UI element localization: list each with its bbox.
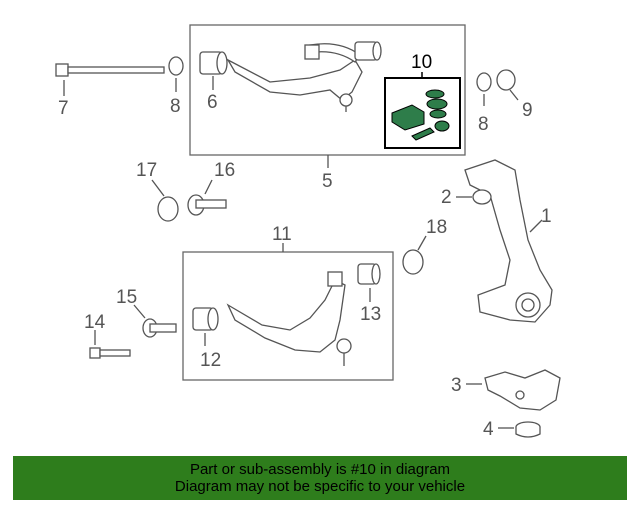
bushing-upper-right: [354, 41, 382, 61]
callout-14[interactable]: 14: [84, 312, 106, 333]
banner-line-1: Part or sub-assembly is #10 in diagram: [189, 461, 451, 478]
upper-control-arm: [226, 43, 363, 112]
callout-18[interactable]: 18: [426, 217, 447, 238]
callout-12[interactable]: 12: [200, 350, 221, 371]
steering-knuckle: [464, 159, 553, 323]
bolt-14: [89, 347, 131, 359]
lower-control-arm: [226, 271, 352, 366]
bushing-13: [357, 263, 381, 285]
nut-8-right: [476, 72, 492, 92]
callout-2[interactable]: 2: [441, 187, 452, 208]
callout-11[interactable]: 11: [272, 224, 292, 245]
bushing-kit-part: [391, 89, 450, 141]
callout-5[interactable]: 5: [322, 171, 333, 192]
callout-7[interactable]: 7: [58, 98, 69, 119]
suspension-parts-diagram: 5 10 6 7 8 8 9: [55, 24, 561, 440]
cam-plate-17: [157, 196, 179, 222]
washer-9: [496, 69, 516, 91]
callout-13[interactable]: 13: [360, 304, 381, 325]
nut-2: [472, 189, 492, 205]
callout-8-left[interactable]: 8: [170, 96, 181, 117]
callout-6[interactable]: 6: [207, 92, 218, 113]
bushing-12: [192, 307, 219, 331]
callout-3[interactable]: 3: [451, 375, 462, 396]
callout-4[interactable]: 4: [483, 419, 494, 440]
bushing-6: [199, 51, 228, 75]
nut-8-left: [168, 56, 184, 76]
cam-bolt-16: [187, 194, 227, 216]
callout-16[interactable]: 16: [214, 160, 235, 181]
banner-line-2: Diagram may not be specific to your vehi…: [174, 478, 466, 495]
bushing-18: [402, 249, 424, 275]
callout-17[interactable]: 17: [136, 160, 157, 181]
nut-4: [515, 421, 541, 438]
callout-9[interactable]: 9: [522, 100, 533, 121]
info-banner: Part or sub-assembly is #10 in diagram D…: [13, 456, 627, 500]
callout-10[interactable]: 10: [411, 52, 432, 73]
callout-1[interactable]: 1: [541, 206, 552, 227]
lower-arm-group-box: [182, 251, 394, 381]
callout-15[interactable]: 15: [116, 287, 137, 308]
cam-bolt-15: [142, 318, 177, 338]
callout-8-right[interactable]: 8: [478, 114, 489, 135]
long-bolt-7: [55, 63, 165, 77]
bracket-3: [484, 369, 561, 411]
